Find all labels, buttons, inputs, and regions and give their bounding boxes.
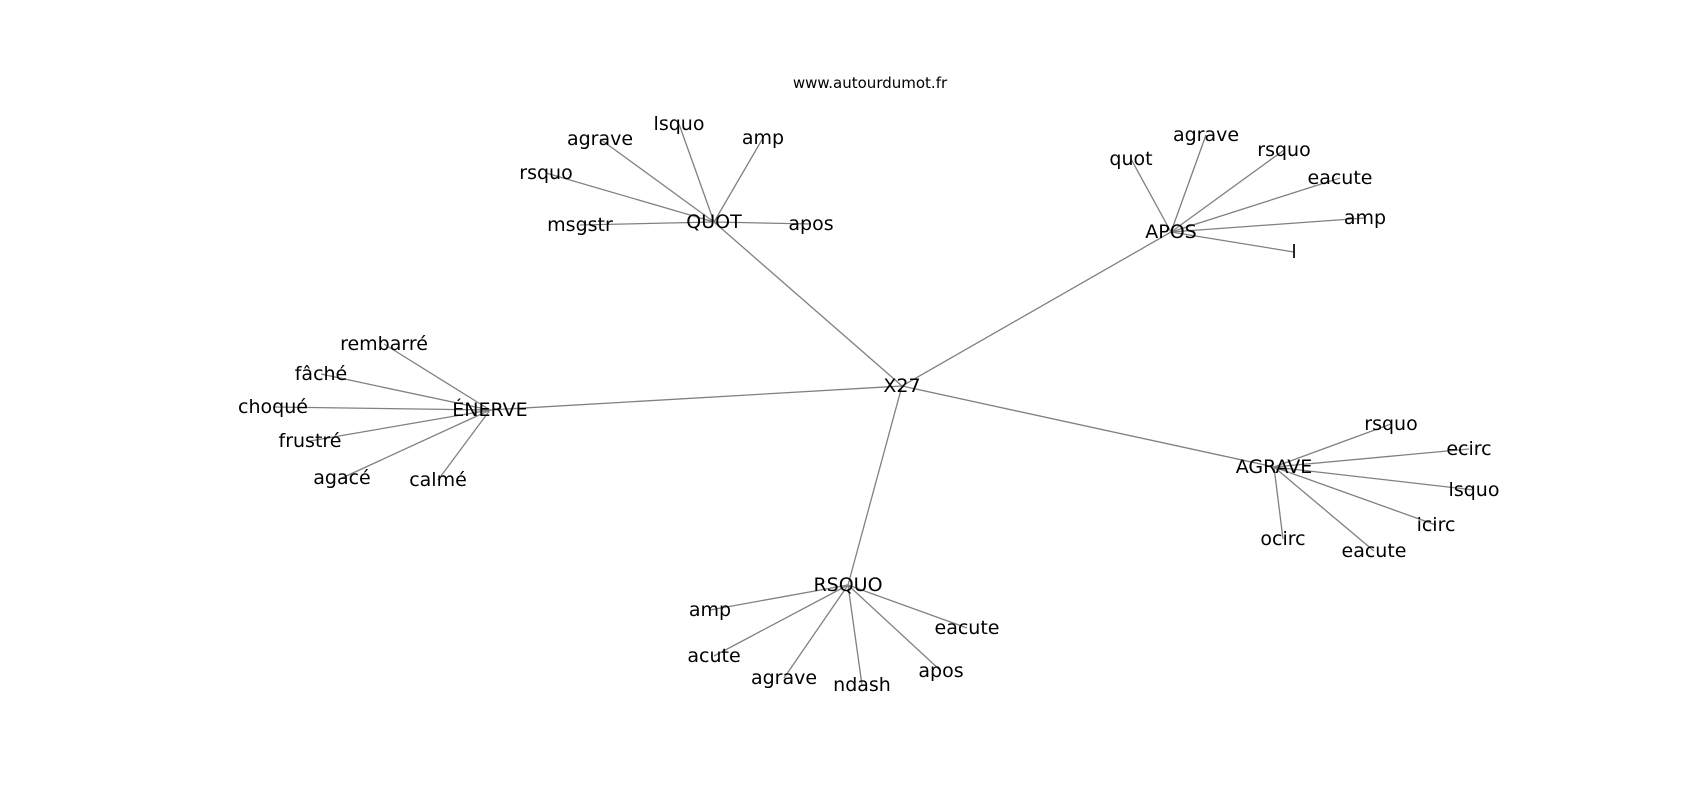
leaf-node: icirc xyxy=(1417,514,1456,536)
leaf-node: amp xyxy=(689,599,731,621)
leaf-node: ecirc xyxy=(1446,438,1491,460)
edge-agrave-3 xyxy=(1273,466,1437,526)
edge-apos-2 xyxy=(1170,149,1285,233)
edge-apos-0 xyxy=(1130,158,1172,233)
leaf-node: agrave xyxy=(567,128,633,150)
edge-quot-0 xyxy=(579,221,715,226)
leaf-node: agrave xyxy=(1173,124,1239,146)
leaf-node: rsquo xyxy=(519,162,572,184)
edge-quot-1 xyxy=(545,172,715,223)
leaf-node: lsquo xyxy=(1449,479,1500,501)
hub-node: QUOT xyxy=(686,211,742,233)
edge-quot-3 xyxy=(678,123,715,223)
leaf-node: eacute xyxy=(1308,167,1373,189)
leaf-node: apos xyxy=(788,213,833,235)
leaf-node: l xyxy=(1291,241,1296,263)
leaf-node: agacé xyxy=(313,467,370,489)
edges-layer xyxy=(272,123,1475,686)
edge-énerve-5 xyxy=(437,409,491,481)
edge-apos-5 xyxy=(1170,231,1295,253)
leaf-node: ndash xyxy=(833,674,891,696)
edge-center-rsquo xyxy=(847,385,903,586)
edge-quot-5 xyxy=(713,221,812,225)
leaf-node: ocirc xyxy=(1260,528,1305,550)
leaf-node: quot xyxy=(1109,148,1152,170)
leaf-node: agrave xyxy=(751,667,817,689)
edge-apos-1 xyxy=(1170,134,1207,233)
leaf-node: msgstr xyxy=(547,214,613,236)
edge-énerve-4 xyxy=(341,409,491,479)
edge-center-énerve xyxy=(489,385,903,411)
leaf-node: rembarré xyxy=(340,333,428,355)
edge-énerve-2 xyxy=(272,406,491,411)
leaf-node: choqué xyxy=(238,396,308,418)
leaf-node: amp xyxy=(1344,207,1386,229)
edge-rsquo-0 xyxy=(709,584,849,611)
edge-center-apos xyxy=(901,231,1172,387)
edge-apos-4 xyxy=(1170,217,1366,233)
edge-rsquo-4 xyxy=(847,584,942,672)
edge-apos-3 xyxy=(1170,177,1341,233)
edge-énerve-3 xyxy=(309,409,491,442)
edge-énerve-1 xyxy=(320,373,491,411)
edge-center-agrave xyxy=(901,385,1275,468)
edge-rsquo-3 xyxy=(847,584,863,686)
edge-agrave-0 xyxy=(1273,423,1392,468)
leaf-node: fâché xyxy=(295,363,348,385)
center-node: X27 xyxy=(883,375,920,397)
edge-agrave-1 xyxy=(1273,448,1470,468)
edge-rsquo-1 xyxy=(713,584,849,657)
edge-énerve-0 xyxy=(383,343,491,411)
leaf-node: apos xyxy=(918,660,963,682)
leaf-node: rsquo xyxy=(1257,139,1310,161)
hub-node: AGRAVE xyxy=(1236,456,1313,478)
edge-agrave-5 xyxy=(1273,466,1284,540)
edge-agrave-4 xyxy=(1273,466,1375,552)
leaf-node: frustré xyxy=(279,430,342,452)
edge-quot-4 xyxy=(713,137,764,223)
edge-rsquo-5 xyxy=(847,584,968,629)
leaf-node: eacute xyxy=(935,617,1000,639)
leaf-node: amp xyxy=(742,127,784,149)
hub-node: APOS xyxy=(1145,221,1196,243)
edge-center-quot xyxy=(713,221,903,387)
leaf-node: calmé xyxy=(409,469,467,491)
leaf-node: eacute xyxy=(1342,540,1407,562)
edge-quot-2 xyxy=(599,138,715,223)
nodes-layer: msgstrrsquoagravelsquoampaposquotagraver… xyxy=(238,113,1499,696)
leaf-node: lsquo xyxy=(654,113,705,135)
hub-node: RSQUO xyxy=(813,574,882,596)
hub-node: ÉNERVE xyxy=(452,398,527,421)
edge-rsquo-2 xyxy=(783,584,849,679)
watermark: www.autourdumot.fr xyxy=(793,74,948,92)
edge-agrave-2 xyxy=(1273,466,1475,491)
leaf-node: rsquo xyxy=(1364,413,1417,435)
leaf-node: acute xyxy=(687,645,740,667)
